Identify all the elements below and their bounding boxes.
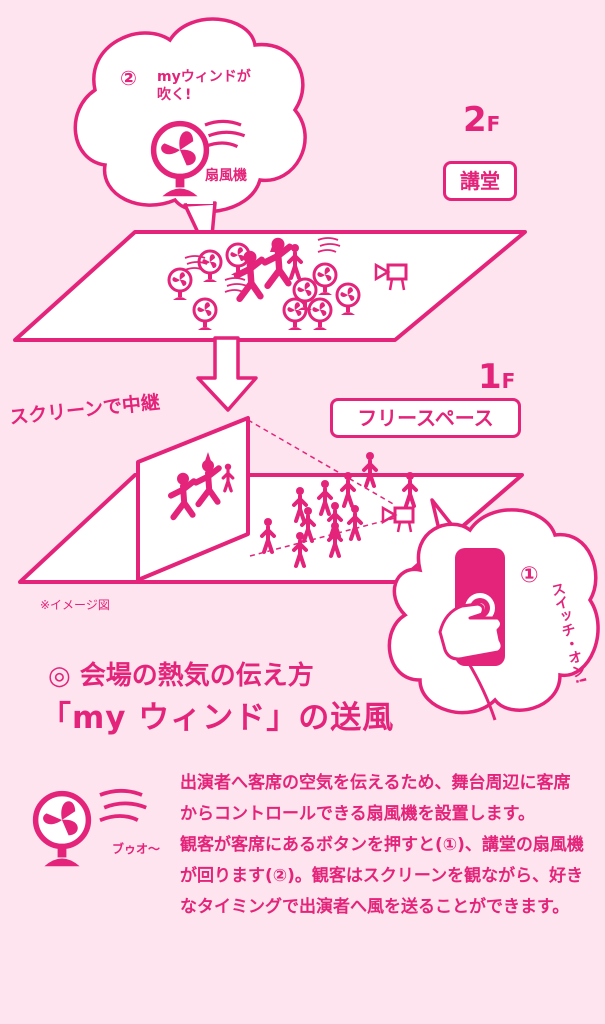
projector-icon (374, 262, 408, 291)
description-paragraph-1: 出演者へ客席の空気を伝えるため、舞台周辺に客席からコントロールできる扇風機を設置… (180, 773, 571, 824)
fan-sound-text: ブゥオ〜 (112, 842, 161, 856)
step-2-marker: ② (120, 66, 137, 90)
floor-2-label: 講堂 (443, 161, 517, 201)
section-title: 「my ウィンド」の送風 (40, 700, 395, 736)
floor-2-crowd (167, 238, 408, 332)
relay-arrow (196, 336, 258, 412)
projector-icon (381, 505, 415, 533)
illustration-note: ※イメージ図 (40, 598, 110, 612)
description: 出演者へ客席の空気を伝えるため、舞台周辺に客席からコントロールできる扇風機を設置… (180, 768, 585, 923)
thought-bubble-top (73, 17, 307, 260)
section-subtitle: ◎ 会場の熱気の伝え方 (48, 661, 314, 691)
floor-1-number: 1F (478, 357, 516, 397)
fan-icon (32, 790, 92, 867)
wind-lines-icon (98, 788, 149, 823)
fan-icon (150, 120, 210, 197)
floor-1-label: フリースペース (330, 398, 521, 438)
hand-icon (438, 602, 504, 661)
step-1-marker: ① (520, 563, 539, 588)
floor-2-number: 2F (463, 100, 501, 140)
relay-screen (136, 416, 250, 582)
bubble-top-caption-2: 吹く! (157, 87, 192, 103)
description-paragraph-2: 観客が客席にあるボタンを押すと(①)、講堂の扇風機が回ります(②)。観客はスクリ… (180, 835, 584, 917)
bubble-top-caption-1: myウィンドが (157, 69, 251, 85)
bubble-top-device: 扇風機 (205, 168, 247, 184)
floor-1-crowd (260, 450, 418, 568)
